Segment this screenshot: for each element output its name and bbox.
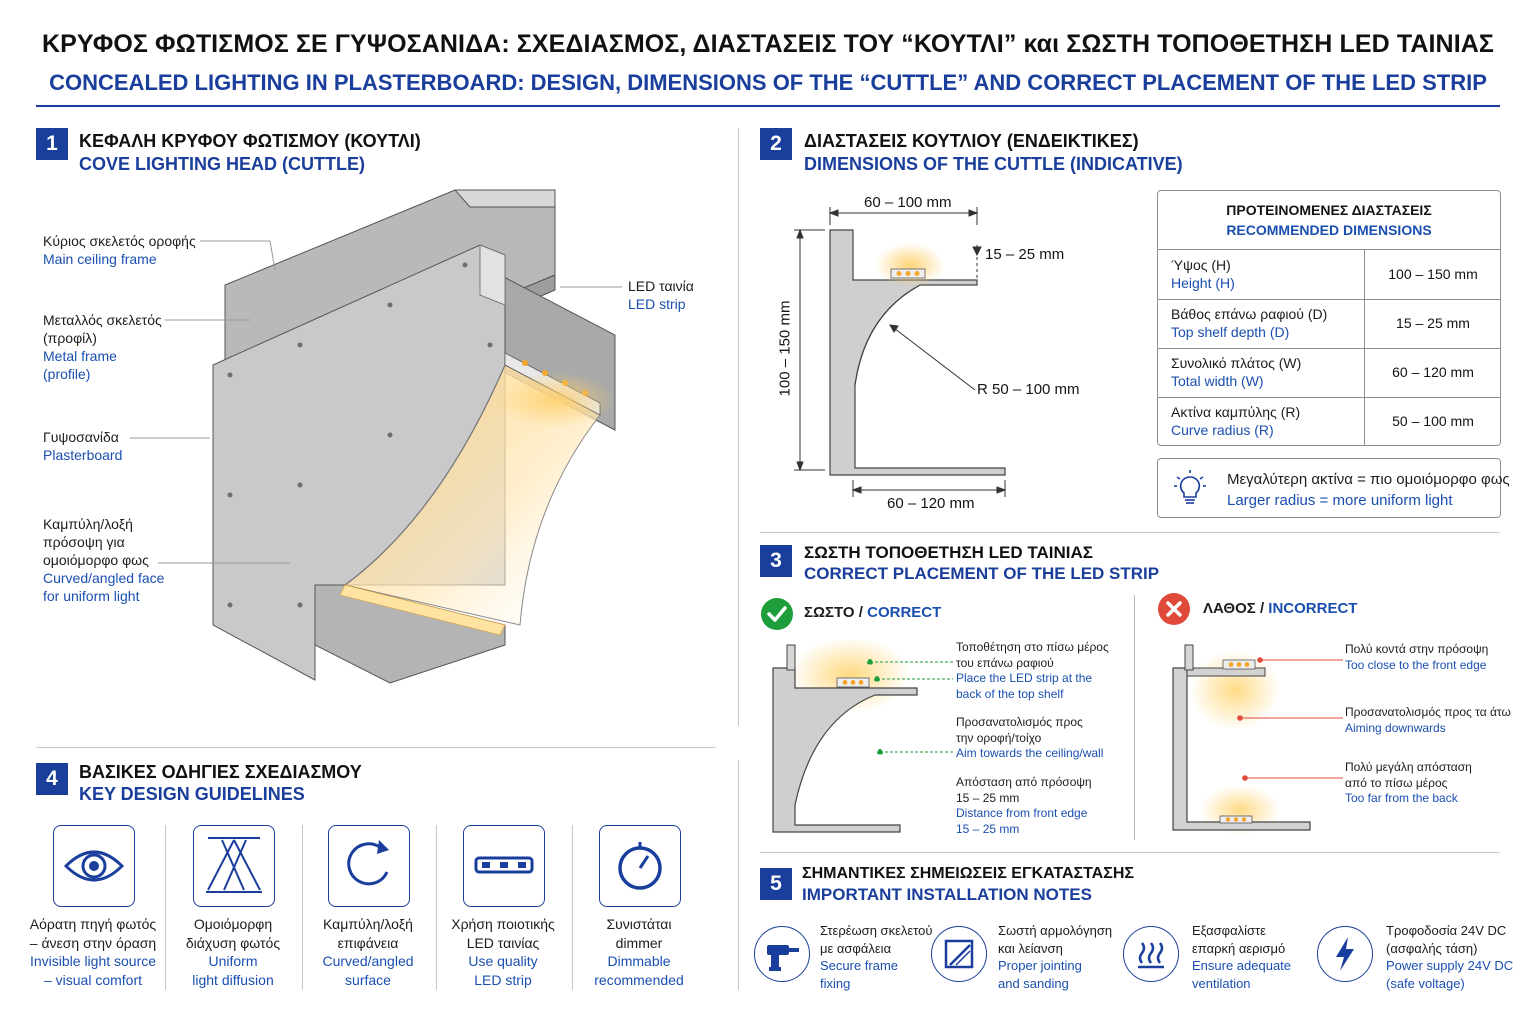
section1-leader-lines [130, 240, 622, 564]
correct-heading: ΣΩΣΤΟ / CORRECT [804, 604, 942, 621]
divider-section5 [760, 852, 1500, 853]
guideline-separator [302, 825, 303, 990]
drill-icon [754, 926, 810, 982]
correct-note-1: Τοποθέτηση στο πίσω μέρος του επάνω ραφι… [956, 640, 1109, 701]
lightning-icon [1317, 926, 1373, 982]
eye-icon [53, 825, 135, 907]
table-row: Βάθος επάνω ραφιού (D)Top shelf depth (D… [1158, 299, 1500, 349]
section2-number: 2 [760, 128, 792, 160]
table-header: ΠΡΟΤΕΙΝΟΜΕΝΕΣ ΔΙΑΣΤΑΣΕΙΣ RECOMMENDED DIM… [1158, 191, 1500, 250]
sanding-icon [931, 926, 987, 982]
light-diffusion-icon [193, 825, 275, 907]
dim-top-width: 60 – 100 mm [864, 194, 952, 211]
dim-height: 100 – 150 mm [776, 300, 794, 397]
dim-radius: R 50 – 100 mm [977, 381, 1080, 398]
cuttle-dimension-drawing [794, 207, 1007, 497]
correct-placement-drawing [772, 640, 953, 833]
cove-3d-illustration [212, 189, 616, 684]
guideline-caption: Αόρατη πηγή φωτός– άνεση στην όραση Invi… [29, 916, 157, 988]
section3-subtitle: CORRECT PLACEMENT OF THE LED STRIP [804, 564, 1160, 583]
section4-subtitle: KEY DESIGN GUIDELINES [79, 784, 305, 804]
incorrect-note-1: Πολύ κοντά στην πρόσοψη Too close to the… [1345, 642, 1489, 672]
check-icon [761, 598, 793, 630]
vertical-divider-top [738, 128, 739, 726]
section5-subtitle: IMPORTANT INSTALLATION NOTES [802, 885, 1092, 904]
table-row: Ύψος (H)Height (H) 100 – 150 mm [1158, 250, 1500, 300]
lightbulb-icon [1174, 470, 1206, 504]
section5-title: ΣΗΜΑΝΤΙΚΕΣ ΣΗΜΕΙΩΣΕΙΣ ΕΓΚΑΤΑΣΤΑΣΗΣ [802, 865, 1134, 882]
ventilation-icon [1123, 926, 1179, 982]
incorrect-placement-drawing [1172, 644, 1343, 835]
page-title: ΚΡΥΦΟΣ ΦΩΤΙΣΜΟΣ ΣΕ ΓΥΨΟΣΑΝΙΔΑ: ΣΧΕΔΙΑΣΜΟ… [41, 30, 1494, 58]
main-ceiling-frame-label: Κύριος σκελετός οροφής Main ceiling fram… [43, 233, 196, 267]
guideline-separator [436, 825, 437, 990]
guideline-separator [572, 825, 573, 990]
divider-section4 [36, 747, 716, 748]
dim-shelf: 15 – 25 mm [985, 246, 1065, 263]
install-note: Τροφοδοσία 24V DC(ασφαλής τάση) Power su… [1386, 923, 1514, 991]
led-strip-icon [463, 825, 545, 907]
title-divider [36, 105, 1500, 107]
guideline-separator [165, 825, 166, 990]
recommended-dimensions-table: ΠΡΟΤΕΙΝΟΜΕΝΕΣ ΔΙΑΣΤΑΣΕΙΣ RECOMMENDED DIM… [1157, 190, 1501, 446]
incorrect-heading: ΛΑΘΟΣ / INCORRECT [1203, 600, 1358, 617]
section2-subtitle: DIMENSIONS OF THE CUTTLE (INDICATIVE) [804, 154, 1183, 174]
divider-section3 [760, 532, 1500, 533]
section2-title: ΔΙΑΣΤΑΣΕΙΣ ΚΟΥΤΛΙΟΥ (ΕΝΔΕΙΚΤΙΚΕΣ) [804, 131, 1139, 151]
dimmer-icon [599, 825, 681, 907]
correct-note-3: Απόσταση από πρόσοψη 15 – 25 mm Distance… [956, 775, 1092, 836]
section1-subtitle: COVE LIGHTING HEAD (CUTTLE) [79, 154, 365, 174]
page-subtitle: CONCEALED LIGHTING IN PLASTERBOARD: DESI… [49, 70, 1487, 95]
cross-icon [1158, 593, 1190, 625]
tip-text-gr: Μεγαλύτερη ακτίνα = πιο ομοιόμορφο φως [1227, 471, 1510, 488]
plasterboard-label: Γυψοσανίδα Plasterboard [43, 429, 123, 463]
section4-number: 4 [36, 763, 68, 795]
led-strip-label: LED ταινία LED strip [628, 278, 694, 312]
incorrect-note-3: Πολύ μεγάλη απόσταση από το πίσω μέρος T… [1345, 760, 1472, 805]
correct-incorrect-divider [1134, 595, 1135, 840]
led-strip-top [495, 352, 615, 428]
section3-title: ΣΩΣΤΗ ΤΟΠΟΘΕΤΗΣΗ LED ΤΑΙΝΙΑΣ [804, 543, 1093, 562]
curved-face-label: Καμπύλη/λοξή πρόσοψη για ομοιόμορφο φως … [43, 516, 165, 604]
section5-number: 5 [760, 868, 792, 900]
section3-number: 3 [760, 545, 792, 577]
section1-title: ΚΕΦΑΛΗ ΚΡΥΦΟΥ ΦΩΤΙΣΜΟΥ (ΚΟΥΤΛΙ) [79, 131, 421, 151]
section4-title: ΒΑΣΙΚΕΣ ΟΔΗΓΙΕΣ ΣΧΕΔΙΑΣΜΟΥ [79, 762, 362, 782]
vertical-divider-bottom [738, 760, 739, 990]
tip-text-en: Larger radius = more uniform light [1227, 492, 1453, 509]
dim-bottom-width: 60 – 120 mm [887, 495, 975, 512]
curve-arrow-icon [328, 825, 410, 907]
incorrect-note-2: Προσανατολισμός προς τα άτω Aiming downw… [1345, 705, 1511, 735]
section1-number: 1 [36, 128, 68, 160]
metal-frame-label: Μεταλλός σκελετός (προφίλ) Metal frame (… [43, 312, 162, 382]
table-row: Συνολικό πλάτος (W)Total width (W) 60 – … [1158, 348, 1500, 398]
table-row: Ακτίνα καμπύλης (R)Curve radius (R) 50 –… [1158, 397, 1500, 446]
tip-box: Μεγαλύτερη ακτίνα = πιο ομοιόμορφο φως L… [1157, 458, 1510, 518]
correct-note-2: Προσανατολισμός προς την οροφή/τοίχο Aim… [956, 715, 1104, 760]
